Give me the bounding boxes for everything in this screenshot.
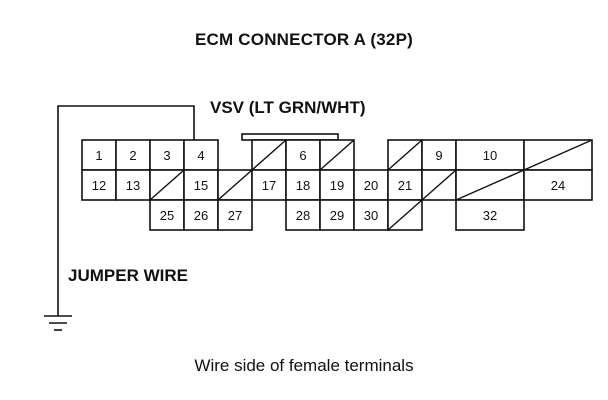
unused-terminal-slash — [217, 169, 253, 201]
terminal-number: 13 — [126, 178, 140, 193]
vsv-terminal-label: VSV (LT GRN/WHT) — [210, 98, 366, 117]
terminal-number: 3 — [163, 148, 170, 163]
terminal-number: 6 — [299, 148, 306, 163]
terminal-cell — [523, 169, 593, 201]
terminal-number: 24 — [551, 178, 565, 193]
terminal-number: 29 — [330, 208, 344, 223]
view-caption: Wire side of female terminals — [194, 356, 414, 375]
terminal-number: 1 — [95, 148, 102, 163]
terminal-number: 12 — [92, 178, 106, 193]
terminal-cell — [183, 199, 219, 231]
terminal-cell — [183, 169, 219, 201]
terminal-number: 26 — [194, 208, 208, 223]
terminal-cell — [455, 199, 525, 231]
terminal-cell — [183, 139, 219, 171]
terminal-number: 15 — [194, 178, 208, 193]
terminal-cell — [149, 199, 185, 231]
unused-terminal-slash — [387, 199, 423, 231]
terminal-cell — [81, 139, 117, 171]
terminal-number: 30 — [364, 208, 378, 223]
terminal-number: 19 — [330, 178, 344, 193]
connector-lock-tab — [241, 133, 339, 141]
terminal-cell — [421, 139, 457, 171]
terminal-number: 32 — [483, 208, 497, 223]
unused-terminal-slash — [523, 139, 593, 171]
terminal-number: 17 — [262, 178, 276, 193]
diagram-title: ECM CONNECTOR A (32P) — [195, 30, 413, 49]
terminal-number: 21 — [398, 178, 412, 193]
ground-icon — [44, 315, 72, 331]
terminal-number: 10 — [483, 148, 497, 163]
jumper-wire-label: JUMPER WIRE — [68, 266, 188, 285]
jumper-wire — [57, 105, 195, 316]
terminal-cell — [115, 139, 151, 171]
terminal-cell — [387, 169, 423, 201]
unused-terminal-slash — [421, 169, 457, 201]
terminal-number: 9 — [435, 148, 442, 163]
terminal-cell — [285, 139, 321, 171]
terminal-number: 28 — [296, 208, 310, 223]
terminal-cell — [217, 199, 253, 231]
unused-terminal-slash — [251, 139, 287, 171]
terminal-number: 2 — [129, 148, 136, 163]
terminal-cell — [251, 169, 287, 201]
terminal-number: 20 — [364, 178, 378, 193]
unused-terminal-slash — [387, 139, 423, 171]
terminal-cell — [285, 169, 321, 201]
unused-terminal-slash — [149, 169, 185, 201]
terminal-number: 18 — [296, 178, 310, 193]
unused-terminal-slash — [319, 139, 355, 171]
terminal-number: 4 — [197, 148, 204, 163]
terminal-cell — [81, 169, 117, 201]
terminal-number: 27 — [228, 208, 242, 223]
terminal-number: 25 — [160, 208, 174, 223]
unused-terminal-slash — [455, 169, 525, 201]
